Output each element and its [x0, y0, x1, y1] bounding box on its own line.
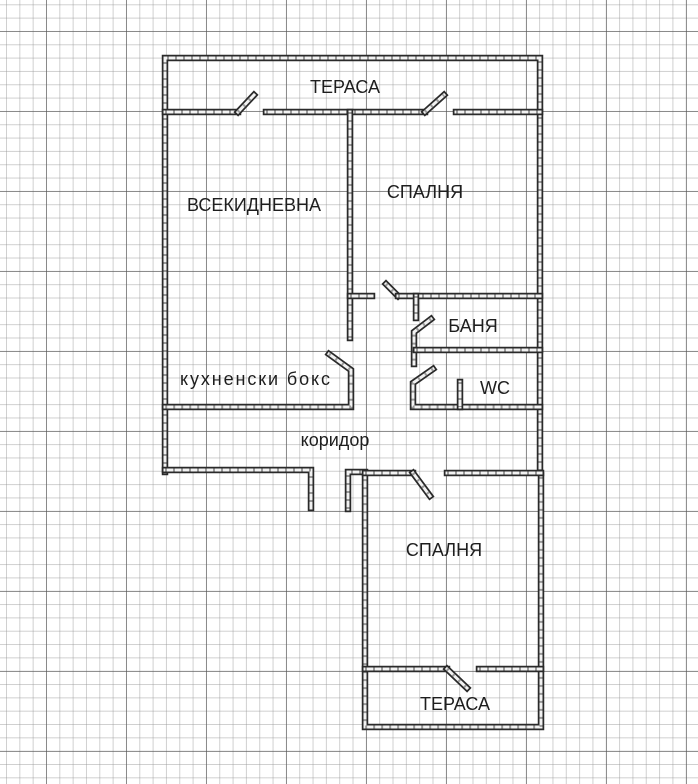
corridor-bottom-right [346, 470, 365, 509]
terrace2-door [444, 666, 470, 691]
terrace-door-right [422, 92, 447, 115]
wc-door [411, 367, 540, 409]
label-living-room: ВСЕКИДНЕВНА [187, 195, 321, 215]
wc-door [411, 366, 542, 409]
terrace-door-left [235, 92, 257, 115]
label-wc: WC [480, 378, 510, 398]
label-kitchenette: кухненски бокс [180, 369, 330, 389]
corridor-bottom-left [165, 468, 313, 508]
bedroom-door [384, 282, 400, 298]
label-bedroom-bottom: СПАЛНЯ [406, 540, 482, 560]
walls [161, 54, 545, 731]
wc-door [409, 364, 544, 411]
label-bedroom-top: СПАЛНЯ [387, 182, 463, 202]
corridor-bottom-left [161, 466, 315, 512]
bath-door [412, 316, 434, 366]
label-terrace-bottom: ТЕРАСА [420, 694, 490, 714]
label-terrace-top: ТЕРАСА [310, 77, 380, 97]
bedroom2-door [410, 470, 433, 499]
kitchen-door [163, 351, 353, 409]
label-bathroom: БАНЯ [448, 316, 497, 336]
corridor-bottom-left [163, 468, 313, 510]
label-corridor: коридор [301, 430, 370, 450]
